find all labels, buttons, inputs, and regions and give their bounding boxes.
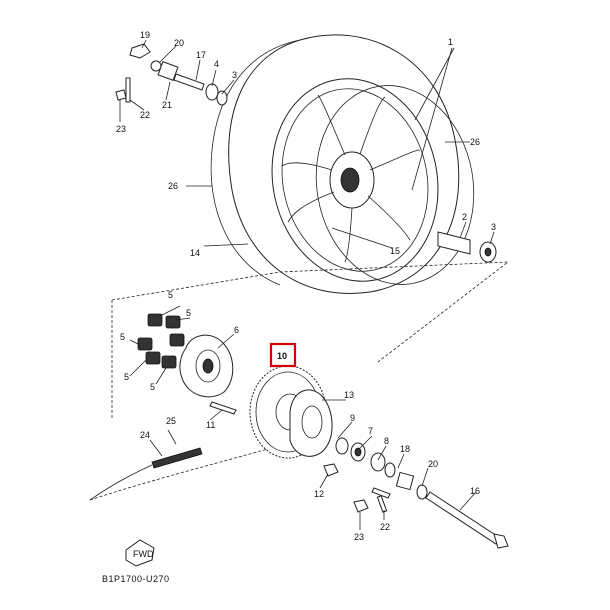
rear-wheel <box>210 34 475 294</box>
callout-26-left: 26 <box>168 181 178 191</box>
callout-25: 25 <box>166 416 176 426</box>
callout-24: 24 <box>140 430 150 440</box>
callout-21: 21 <box>162 100 172 110</box>
callout-1: 1 <box>448 37 453 47</box>
callout-8: 8 <box>384 436 389 446</box>
stud-bolts <box>209 401 237 415</box>
bearing-group <box>335 437 428 500</box>
callout-4: 4 <box>214 59 219 69</box>
callout-18: 18 <box>400 444 410 454</box>
callout-10: 10 <box>277 351 287 361</box>
callout-9: 9 <box>350 413 355 423</box>
callout-17: 17 <box>196 50 206 60</box>
callout-5-c: 5 <box>120 332 125 342</box>
callout-7: 7 <box>368 426 373 436</box>
highlight-box <box>269 342 297 368</box>
sprocket-carrier <box>289 389 333 457</box>
callout-5-b: 5 <box>186 308 191 318</box>
callout-19: 19 <box>140 30 150 40</box>
callout-3-upper: 3 <box>232 70 237 80</box>
callout-5-d: 5 <box>124 372 129 382</box>
lower-hardware <box>323 463 391 513</box>
callout-5-e: 5 <box>150 382 155 392</box>
drive-chain <box>89 447 203 501</box>
callout-23-upper: 23 <box>116 124 126 134</box>
fwd-arrow-icon: FWD <box>125 539 155 567</box>
callout-5-a: 5 <box>168 290 173 300</box>
callout-2: 2 <box>462 212 467 222</box>
leader-lines <box>119 39 495 530</box>
fwd-label: FWD <box>133 549 154 559</box>
callout-6: 6 <box>234 325 239 335</box>
callout-3-right: 3 <box>491 222 496 232</box>
callout-11: 11 <box>206 420 215 430</box>
callout-20-upper: 20 <box>174 38 184 48</box>
rear-axle <box>425 491 509 549</box>
callout-14: 14 <box>190 248 200 258</box>
axle-collar-group <box>437 231 497 263</box>
upper-left-hardware <box>115 43 228 106</box>
callout-16: 16 <box>470 486 480 496</box>
callout-12: 12 <box>314 489 324 499</box>
callout-26-right: 26 <box>470 137 480 147</box>
callout-13: 13 <box>344 390 354 400</box>
callout-20-lower: 20 <box>428 459 438 469</box>
callout-labels: 1 2 3 3 4 5 5 5 5 5 6 7 8 9 10 11 12 13 … <box>116 30 496 542</box>
callout-22-lower: 22 <box>380 522 390 532</box>
callout-15: 15 <box>390 246 400 256</box>
drawing-code: B1P1700-U270 <box>102 574 170 584</box>
clutch-hub <box>179 334 234 398</box>
callout-23-lower: 23 <box>354 532 364 542</box>
callout-22-upper: 22 <box>140 110 150 120</box>
damper-group <box>137 313 185 369</box>
